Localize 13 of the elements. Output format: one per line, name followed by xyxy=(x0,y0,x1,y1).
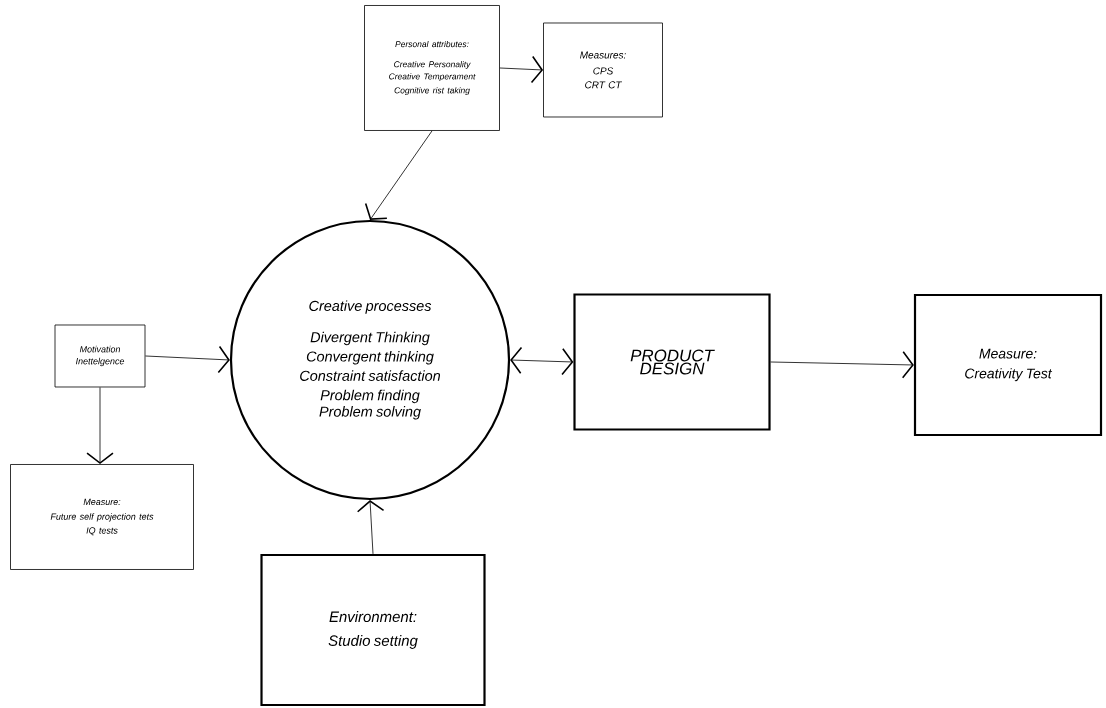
arrow xyxy=(510,346,574,376)
process-box: Environment: Studio setting xyxy=(260,553,486,707)
arrow xyxy=(770,351,914,379)
process-box: Measures: CPS CRT CT xyxy=(543,22,663,118)
process-box: Measure: Future self projection tets IQ tests xyxy=(10,464,194,570)
process-box: Measure: Creativity Test xyxy=(913,293,1103,437)
arrow xyxy=(364,130,433,220)
process-box: PRODUCT DESIGN xyxy=(573,293,771,431)
arrow xyxy=(356,500,385,555)
arrow xyxy=(86,387,114,465)
arrow xyxy=(145,345,230,374)
process-box: Personal attributes: Creative Personality Creative Temperament Cognitive rist taking xyxy=(364,5,500,131)
process-box: Motivation Inettelgence xyxy=(54,324,146,388)
